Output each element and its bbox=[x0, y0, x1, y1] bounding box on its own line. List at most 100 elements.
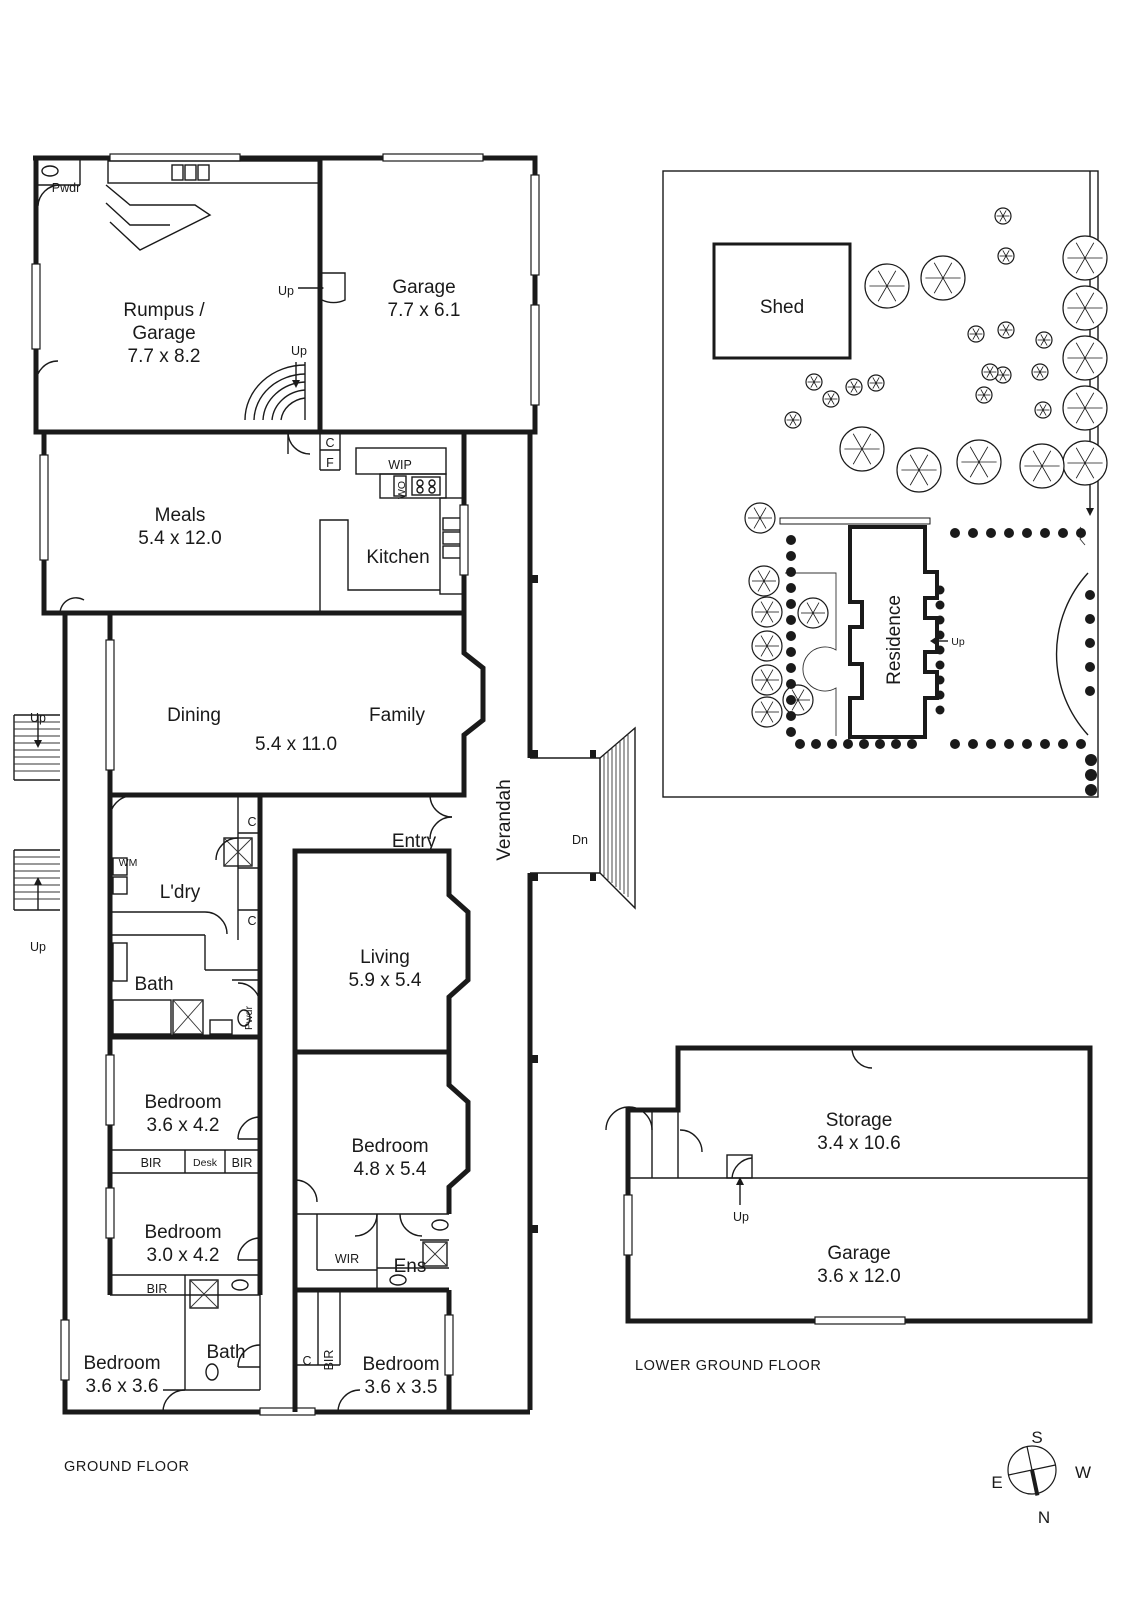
tree-branch bbox=[986, 366, 991, 373]
wall-oven-label: WO bbox=[396, 481, 408, 499]
tree-branch bbox=[1040, 339, 1045, 346]
tree-branch bbox=[877, 270, 888, 287]
tree-branch bbox=[975, 333, 980, 340]
tree-branch bbox=[766, 635, 774, 647]
rumpus-size: 7.7 x 8.2 bbox=[128, 346, 201, 367]
tree-branch bbox=[933, 277, 944, 294]
tree-branch bbox=[1075, 447, 1086, 464]
tree-branch bbox=[812, 612, 820, 624]
tree-branch bbox=[1084, 342, 1095, 359]
tree-branch bbox=[766, 669, 774, 681]
tree-branch bbox=[1039, 404, 1044, 411]
tree-branch bbox=[861, 433, 872, 450]
hedge-shrub bbox=[786, 727, 796, 737]
tree-branch bbox=[757, 580, 765, 592]
storage-size: 3.4 x 10.6 bbox=[817, 1133, 900, 1154]
tree-branch bbox=[983, 389, 988, 396]
tree-branch bbox=[1002, 210, 1007, 217]
cupboard-label-3: C bbox=[247, 914, 256, 928]
tree-branch bbox=[813, 376, 818, 383]
bedroom-e-label: Bedroom bbox=[362, 1354, 439, 1375]
hedge-shrub bbox=[786, 679, 796, 689]
hedge-shrub bbox=[1076, 528, 1086, 538]
hedge-shrub bbox=[786, 583, 796, 593]
hedge-shrub bbox=[1076, 739, 1086, 749]
tree-branch bbox=[1075, 392, 1086, 409]
dining-family-size: 5.4 x 11.0 bbox=[255, 734, 337, 755]
tree-branch bbox=[760, 601, 768, 613]
tree-branch bbox=[792, 414, 797, 421]
tree-branch bbox=[1041, 465, 1052, 482]
bedroom-b-size: 4.8 x 5.4 bbox=[354, 1159, 427, 1180]
hedge-shrub bbox=[786, 631, 796, 641]
ext-stair-up-bottom: Up bbox=[30, 940, 46, 954]
bedroom-c-size: 3.0 x 4.2 bbox=[147, 1245, 220, 1266]
tree-branch bbox=[792, 419, 797, 426]
tree-branch bbox=[1084, 292, 1095, 309]
tree-branch bbox=[852, 448, 863, 465]
wir-label: WIR bbox=[335, 1252, 359, 1266]
laundry-label: L'dry bbox=[160, 882, 201, 903]
compass-s: S bbox=[1031, 1428, 1042, 1447]
tree-branch bbox=[791, 689, 799, 701]
hedge-shrub bbox=[907, 739, 917, 749]
bir-label-3: BIR bbox=[147, 1282, 168, 1296]
tree-branch bbox=[1075, 242, 1086, 259]
tree-branch bbox=[1043, 334, 1048, 341]
tree-branch bbox=[933, 262, 944, 279]
upper-garage-label: Garage bbox=[392, 277, 455, 298]
tree-branch bbox=[789, 414, 794, 421]
lower-stair-up: Up bbox=[733, 1210, 749, 1224]
hedge-shrub bbox=[786, 647, 796, 657]
tree-branch bbox=[760, 711, 768, 723]
pwdr-label-2: Pwdr bbox=[243, 1006, 255, 1030]
tree-branch bbox=[766, 601, 774, 613]
hedge-shrub bbox=[875, 739, 885, 749]
tree-branch bbox=[980, 389, 985, 396]
residence-label: Residence bbox=[884, 595, 905, 685]
hedge-shrub bbox=[950, 739, 960, 749]
tree-branch bbox=[999, 215, 1004, 222]
wm-label: WM bbox=[119, 857, 138, 869]
rumpus-label: Rumpus / bbox=[123, 300, 205, 321]
bedroom-c-label: Bedroom bbox=[144, 1222, 221, 1243]
tree-branch bbox=[760, 701, 768, 713]
tree-branch bbox=[969, 461, 980, 478]
tree-branch bbox=[877, 285, 888, 302]
hedge-shrub bbox=[786, 551, 796, 561]
hedge-shrub bbox=[1022, 528, 1032, 538]
tree-branch bbox=[1036, 366, 1041, 373]
tree-branch bbox=[1084, 357, 1095, 374]
compass-w: W bbox=[1075, 1463, 1091, 1482]
tree-branch bbox=[1084, 462, 1095, 479]
hedge-shrub bbox=[786, 599, 796, 609]
desk-label: Desk bbox=[193, 1157, 218, 1169]
compass-rose bbox=[1007, 1445, 1057, 1496]
stair-up-label: Up bbox=[278, 284, 294, 298]
tree-branch bbox=[1002, 255, 1007, 262]
bir-label-1: BIR bbox=[141, 1156, 162, 1170]
tree-branch bbox=[942, 262, 953, 279]
tree-branch bbox=[853, 386, 858, 393]
cupboard-label-4: C bbox=[302, 1354, 311, 1368]
dining-label: Dining bbox=[167, 705, 221, 726]
hedge-shrub bbox=[1085, 638, 1095, 648]
ground-floor-caption: GROUND FLOOR bbox=[64, 1459, 190, 1475]
living-size: 5.9 x 5.4 bbox=[349, 970, 422, 991]
kitchen-label: Kitchen bbox=[366, 547, 429, 568]
family-label: Family bbox=[369, 705, 425, 726]
hedge-shrub bbox=[1058, 528, 1068, 538]
tree-branch bbox=[886, 285, 897, 302]
tree-branch bbox=[852, 433, 863, 450]
tree-branch bbox=[972, 333, 977, 340]
hedge-shrub bbox=[935, 600, 945, 610]
tree-branch bbox=[1041, 450, 1052, 467]
tree-branch bbox=[827, 393, 832, 400]
tree-branch bbox=[1002, 215, 1007, 222]
tree-branch bbox=[853, 381, 858, 388]
tree-branch bbox=[1084, 307, 1095, 324]
hedge-shrub bbox=[968, 739, 978, 749]
tree-branch bbox=[918, 454, 929, 471]
lower-garage-label: Garage bbox=[827, 1243, 890, 1264]
